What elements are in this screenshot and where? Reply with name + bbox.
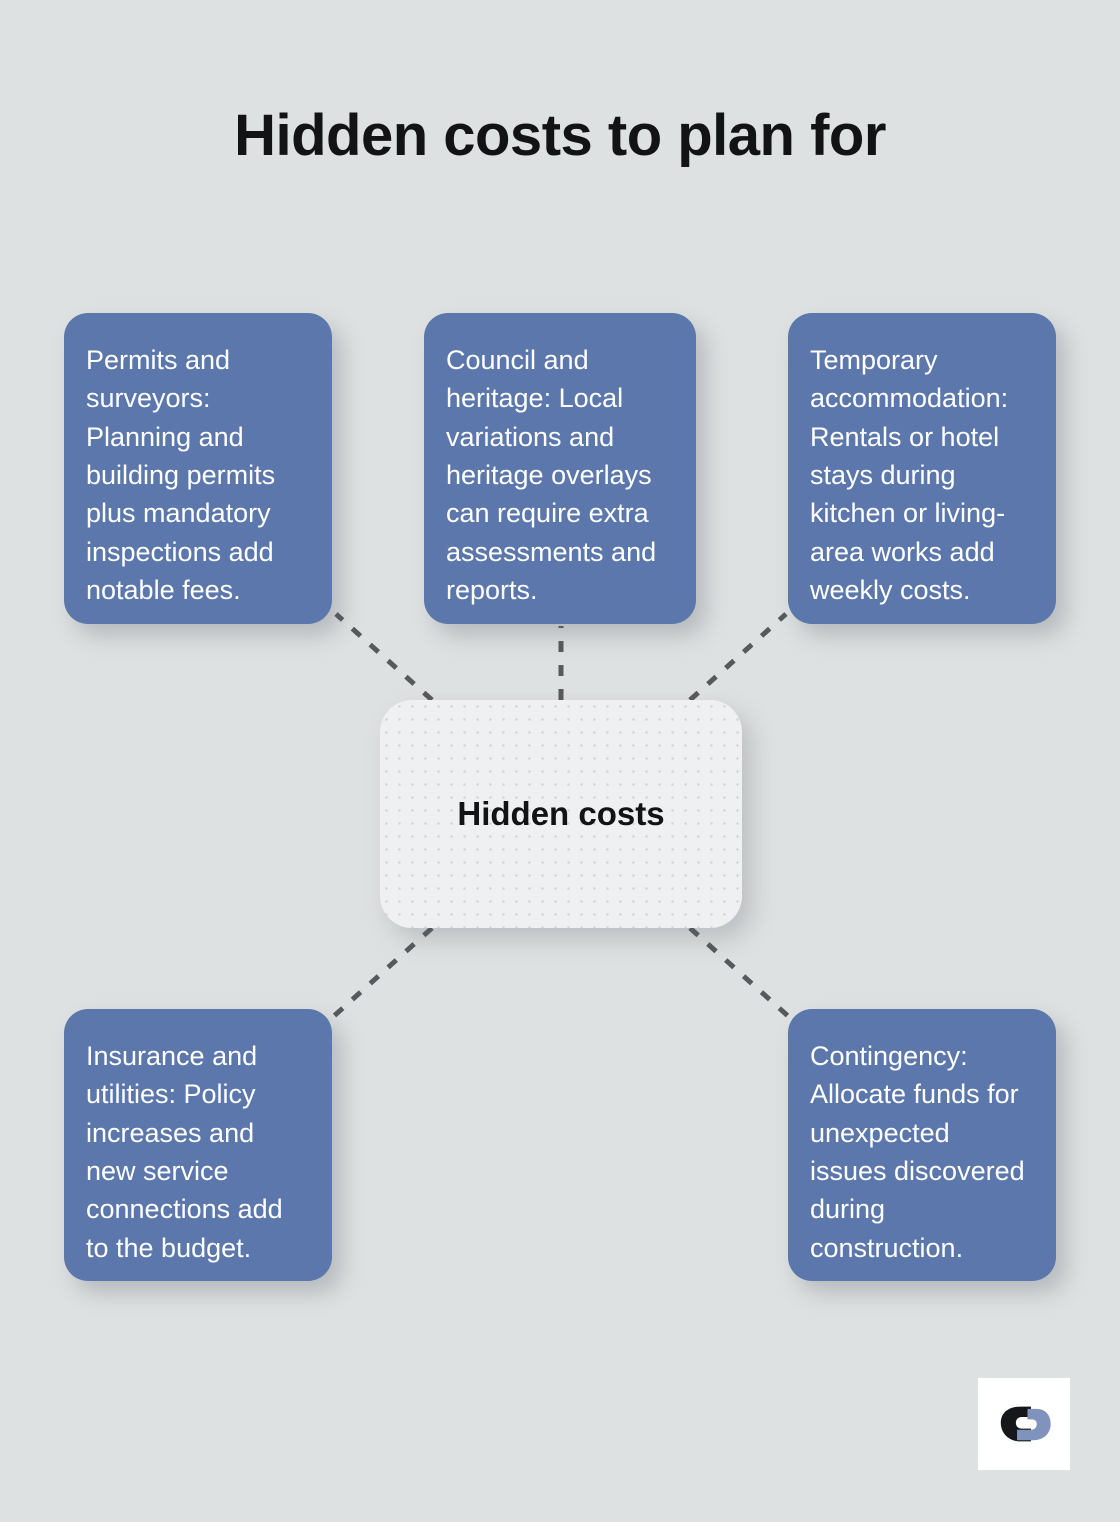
connector-hub-to-n1: [334, 612, 434, 702]
brand-logo-icon: [1000, 1406, 1051, 1442]
node-card-temporary-accommodation[interactable]: Temporary accommodation: Rentals or hote…: [788, 313, 1056, 624]
node-text: Council and heritage: Local variations a…: [446, 345, 657, 605]
node-text: Permits and surveyors: Planning and buil…: [86, 345, 276, 605]
node-text: Temporary accommodation: Rentals or hote…: [810, 345, 1009, 605]
node-card-council-and-heritage[interactable]: Council and heritage: Local variations a…: [424, 313, 696, 624]
connector-hub-to-n3: [688, 612, 788, 702]
page-title: Hidden costs to plan for: [234, 103, 886, 168]
connector-hub-to-n5: [688, 926, 790, 1018]
hub-card[interactable]: Hidden costs: [380, 700, 742, 928]
node-text: Contingency: Allocate funds for unexpect…: [810, 1041, 1025, 1263]
connector-hub-to-n4: [332, 926, 434, 1018]
node-card-contingency[interactable]: Contingency: Allocate funds for unexpect…: [788, 1009, 1056, 1281]
hub-label: Hidden costs: [457, 795, 665, 832]
brand-logo: [978, 1378, 1070, 1470]
node-text: Insurance and utilities: Policy increase…: [86, 1041, 283, 1263]
node-card-insurance-and-utilities[interactable]: Insurance and utilities: Policy increase…: [64, 1009, 332, 1281]
node-card-permits-and-surveyors[interactable]: Permits and surveyors: Planning and buil…: [64, 313, 332, 624]
